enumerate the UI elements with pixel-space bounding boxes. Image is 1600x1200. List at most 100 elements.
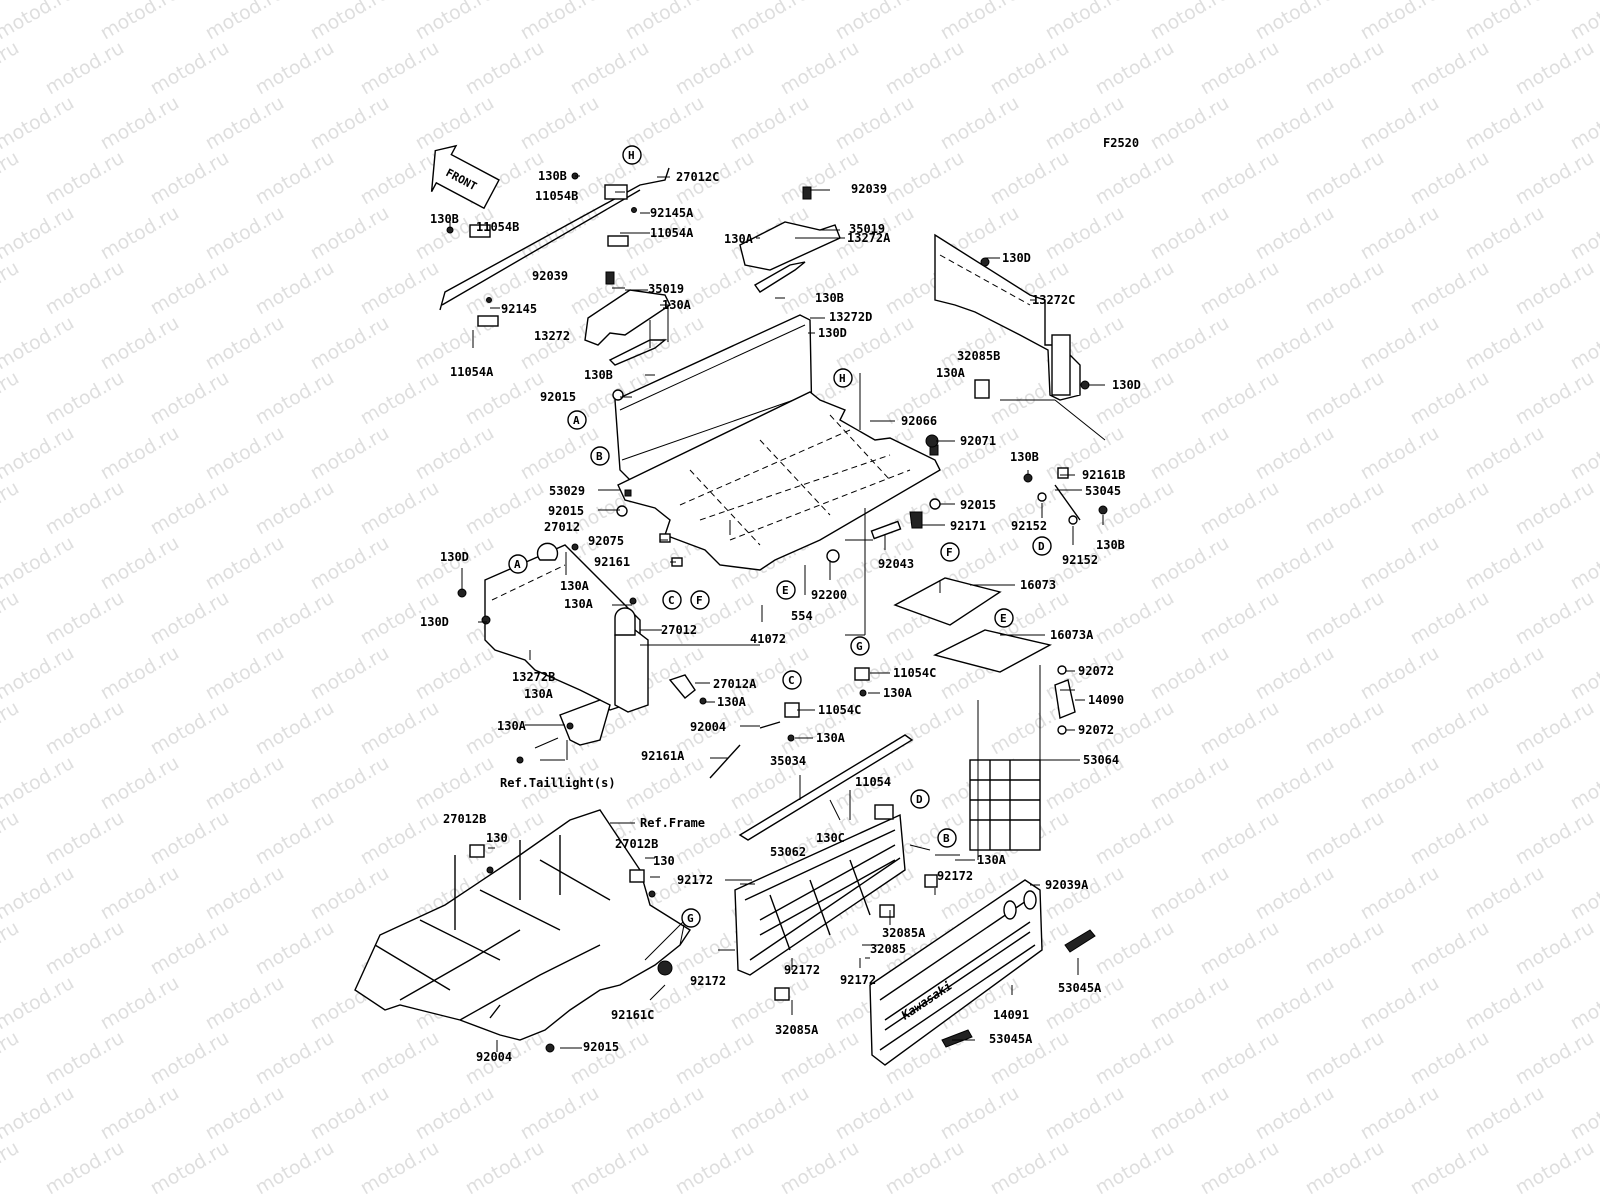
watermark-text: motod.ru bbox=[1197, 367, 1283, 430]
watermark-text: motod.ru bbox=[777, 1137, 863, 1200]
label-53029: 53029 bbox=[549, 484, 585, 498]
bracket-11054c-upper bbox=[854, 667, 870, 697]
label-53045a: 53045A bbox=[1058, 981, 1102, 995]
label-130b: 130B bbox=[1010, 450, 1039, 464]
callout-b-mid: B bbox=[937, 828, 957, 848]
watermark-text: motod.ru bbox=[357, 147, 443, 210]
watermark-text: motod.ru bbox=[1042, 202, 1128, 265]
right-side-panel-13272c bbox=[934, 233, 1090, 401]
watermark-text: motod.ru bbox=[252, 697, 338, 760]
label-92171: 92171 bbox=[950, 519, 986, 533]
watermark-text: motod.ru bbox=[1147, 312, 1233, 375]
label-130b: 130B bbox=[1096, 538, 1125, 552]
watermark-text: motod.ru bbox=[777, 37, 863, 100]
label-92161c: 92161C bbox=[611, 1008, 654, 1022]
watermark-text: motod.ru bbox=[0, 972, 78, 1035]
watermark-text: motod.ru bbox=[1252, 312, 1338, 375]
watermark-text: motod.ru bbox=[1197, 1137, 1283, 1200]
watermark-text: motod.ru bbox=[1357, 0, 1443, 44]
watermark-text: motod.ru bbox=[1462, 752, 1548, 815]
label-11054b: 11054B bbox=[535, 189, 578, 203]
watermark-text: motod.ru bbox=[1512, 1027, 1598, 1090]
bracket-13272a bbox=[753, 261, 806, 293]
watermark-text: motod.ru bbox=[727, 0, 813, 44]
watermark-text: motod.ru bbox=[357, 697, 443, 760]
part-labels: 130B 11054B 27012C 92145A 11054A 130B 11… bbox=[420, 169, 1141, 1064]
watermark-text: motod.ru bbox=[1567, 972, 1600, 1035]
callout-f-top: F bbox=[690, 590, 710, 610]
watermark-text: motod.ru bbox=[1302, 477, 1388, 540]
label-32085a: 32085A bbox=[775, 1023, 819, 1037]
watermark-text: motod.ru bbox=[1042, 1082, 1128, 1145]
watermark-text: motod.ru bbox=[97, 752, 183, 815]
watermark-text: motod.ru bbox=[1567, 642, 1600, 705]
watermark-text: motod.ru bbox=[1042, 0, 1128, 44]
watermark-text: motod.ru bbox=[252, 147, 338, 210]
watermark-text: motod.ru bbox=[307, 312, 393, 375]
label-92004: 92004 bbox=[476, 1050, 512, 1064]
watermark-text: motod.ru bbox=[1197, 807, 1283, 870]
watermark-text: motod.ru bbox=[1252, 92, 1338, 155]
figure-code: F2520 bbox=[1103, 136, 1139, 150]
label-130: 130 bbox=[653, 854, 675, 868]
watermark-text: motod.ru bbox=[97, 972, 183, 1035]
watermark-text: motod.ru bbox=[357, 367, 443, 430]
watermark-text: motod.ru bbox=[42, 697, 128, 760]
watermark-text: motod.ru bbox=[1302, 917, 1388, 980]
watermark-text: motod.ru bbox=[0, 807, 23, 870]
watermark-text: motod.ru bbox=[1302, 37, 1388, 100]
bracket-27012a bbox=[668, 674, 696, 699]
watermark-text: motod.ru bbox=[252, 587, 338, 650]
watermark-text: motod.ru bbox=[42, 1027, 128, 1090]
rail-35034 bbox=[738, 734, 914, 841]
watermark-text: motod.ru bbox=[1462, 202, 1548, 265]
svg-text:F: F bbox=[946, 546, 953, 559]
label-41072: 41072 bbox=[750, 632, 786, 646]
watermark-text: motod.ru bbox=[0, 587, 23, 650]
watermark-text: motod.ru bbox=[1092, 257, 1178, 320]
watermark-text: motod.ru bbox=[1197, 477, 1283, 540]
label-92039a: 92039A bbox=[1045, 878, 1089, 892]
watermark-text: motod.ru bbox=[1462, 1082, 1548, 1145]
label-92015: 92015 bbox=[548, 504, 584, 518]
label-92172: 92172 bbox=[784, 963, 820, 977]
label-130a: 130A bbox=[662, 298, 692, 312]
cover-plate-35019-lower bbox=[584, 271, 671, 346]
watermark-text: motod.ru bbox=[1407, 807, 1493, 870]
watermark-text: motod.ru bbox=[1462, 862, 1548, 925]
watermark-text: motod.ru bbox=[1462, 312, 1548, 375]
watermark-text: motod.ru bbox=[462, 477, 548, 540]
svg-text:F: F bbox=[696, 594, 703, 607]
cover-plate-35019-upper bbox=[739, 186, 841, 271]
tailgate-14091: Kawasaki bbox=[869, 879, 1096, 1066]
svg-text:B: B bbox=[943, 832, 950, 845]
watermark-text: motod.ru bbox=[0, 532, 78, 595]
watermark-text: motod.ru bbox=[727, 92, 813, 155]
watermark-text: motod.ru bbox=[42, 367, 128, 430]
watermark-text: motod.ru bbox=[622, 92, 708, 155]
watermark-text: motod.ru bbox=[357, 1027, 443, 1090]
callout-letters: H H A B A C F E D F E G C D B G bbox=[508, 145, 1052, 928]
label-92072: 92072 bbox=[1078, 664, 1114, 678]
watermark-text: motod.ru bbox=[882, 147, 968, 210]
svg-text:H: H bbox=[839, 372, 846, 385]
watermark-text: motod.ru bbox=[1147, 202, 1233, 265]
callout-d-mid: D bbox=[910, 789, 930, 809]
label-92039: 92039 bbox=[851, 182, 887, 196]
label-27012a: 27012A bbox=[713, 677, 757, 691]
damper-92161a bbox=[709, 744, 741, 779]
left-side-panel-13272b bbox=[457, 542, 649, 713]
watermark-text: motod.ru bbox=[1042, 862, 1128, 925]
label-13272: 13272 bbox=[534, 329, 570, 343]
label-27012b: 27012B bbox=[615, 837, 658, 851]
watermark-text: motod.ru bbox=[0, 257, 23, 320]
watermark-text: motod.ru bbox=[307, 532, 393, 595]
label-130b: 130B bbox=[584, 368, 613, 382]
watermark-text: motod.ru bbox=[147, 917, 233, 980]
watermark-text: motod.ru bbox=[1147, 972, 1233, 1035]
label-130a: 130A bbox=[977, 853, 1007, 867]
callout-e-mat: E bbox=[994, 608, 1014, 628]
watermark-text: motod.ru bbox=[42, 587, 128, 650]
collar-92075 bbox=[659, 533, 671, 543]
